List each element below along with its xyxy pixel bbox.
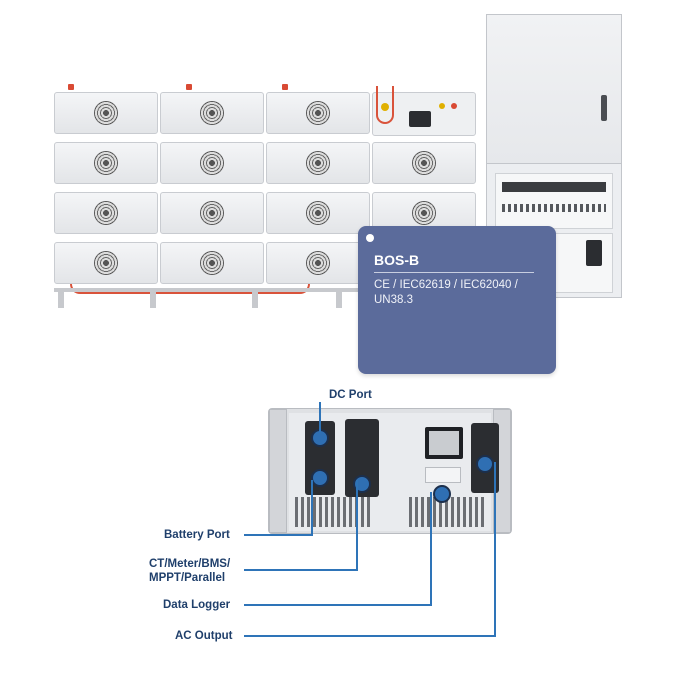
fan-icon xyxy=(306,151,330,175)
logger-slot xyxy=(425,467,461,483)
ac-output-port-icon xyxy=(476,455,494,473)
battery-module xyxy=(54,192,158,234)
rack-leg xyxy=(252,292,258,308)
battery-port-label: Battery Port xyxy=(164,529,230,541)
callout-line-battery xyxy=(311,480,313,536)
inverter-face xyxy=(289,413,499,531)
ct-meter-label-line2: MPPT/Parallel xyxy=(149,572,226,584)
rack-leg xyxy=(150,292,156,308)
callout-line-ct xyxy=(244,569,358,571)
fan-icon xyxy=(94,251,118,275)
fan-icon xyxy=(200,251,224,275)
fan-icon xyxy=(306,201,330,225)
battery-module xyxy=(160,242,264,284)
cabinet-door xyxy=(487,15,621,164)
card-dot-icon xyxy=(366,234,374,242)
fan-icon xyxy=(200,101,224,125)
battery-module xyxy=(266,92,370,134)
battery-module xyxy=(266,142,370,184)
data-logger-label: Data Logger xyxy=(163,599,231,611)
controller-display xyxy=(409,111,431,127)
cable xyxy=(376,86,394,124)
breaker-icon xyxy=(586,240,602,266)
battery-port-icon xyxy=(311,469,329,487)
callout-line-logger xyxy=(244,604,432,606)
battery-module xyxy=(160,192,264,234)
battery-module xyxy=(372,142,476,184)
cabinet-panel xyxy=(495,173,613,229)
dc-port-label: DC Port xyxy=(329,389,372,401)
fan-icon xyxy=(306,251,330,275)
data-logger-port-icon xyxy=(433,485,451,503)
rack-leg xyxy=(58,292,64,308)
callout-line-ac xyxy=(494,462,496,637)
model-card: BOS-B CE / IEC62619 / IEC62040 / UN38.3 xyxy=(358,226,556,374)
callout-line-dc xyxy=(319,402,321,432)
indicator-icon xyxy=(451,103,457,109)
terminal-cap xyxy=(282,84,288,90)
inverter-front-panel xyxy=(268,408,512,534)
model-title: BOS-B xyxy=(374,252,420,268)
fan-icon xyxy=(412,201,436,225)
battery-module xyxy=(160,142,264,184)
terminal-cap xyxy=(186,84,192,90)
certifications-text: CE / IEC62619 / IEC62040 / UN38.3 xyxy=(374,279,518,306)
callout-line-ac xyxy=(244,635,496,637)
rack-base xyxy=(54,288,478,292)
battery-module xyxy=(54,92,158,134)
mounting-ear xyxy=(269,409,287,533)
vent-grille xyxy=(409,497,485,527)
connector-icon xyxy=(381,103,389,111)
ct-meter-label-line1: CT/Meter/BMS/ xyxy=(149,558,231,570)
card-divider xyxy=(374,272,534,273)
battery-module xyxy=(54,142,158,184)
fan-icon xyxy=(200,151,224,175)
fan-icon xyxy=(306,101,330,125)
ac-output-label: AC Output xyxy=(175,630,233,642)
vent-grille xyxy=(502,204,606,212)
fan-icon xyxy=(200,201,224,225)
battery-module xyxy=(266,242,370,284)
terminal-cap xyxy=(68,84,74,90)
fan-icon xyxy=(94,101,118,125)
rack-leg xyxy=(336,292,342,308)
battery-module xyxy=(266,192,370,234)
fan-icon xyxy=(94,201,118,225)
vent-grille xyxy=(295,497,371,527)
callout-line-ct xyxy=(356,480,358,571)
callout-line-logger xyxy=(430,492,432,606)
callout-line-battery xyxy=(244,534,312,536)
battery-module xyxy=(54,242,158,284)
door-handle-icon xyxy=(601,95,607,121)
indicator-icon xyxy=(439,103,445,109)
fan-icon xyxy=(94,151,118,175)
terminal-strip xyxy=(502,182,606,192)
display-screen-icon xyxy=(425,427,463,459)
fan-icon xyxy=(412,151,436,175)
battery-module xyxy=(160,92,264,134)
